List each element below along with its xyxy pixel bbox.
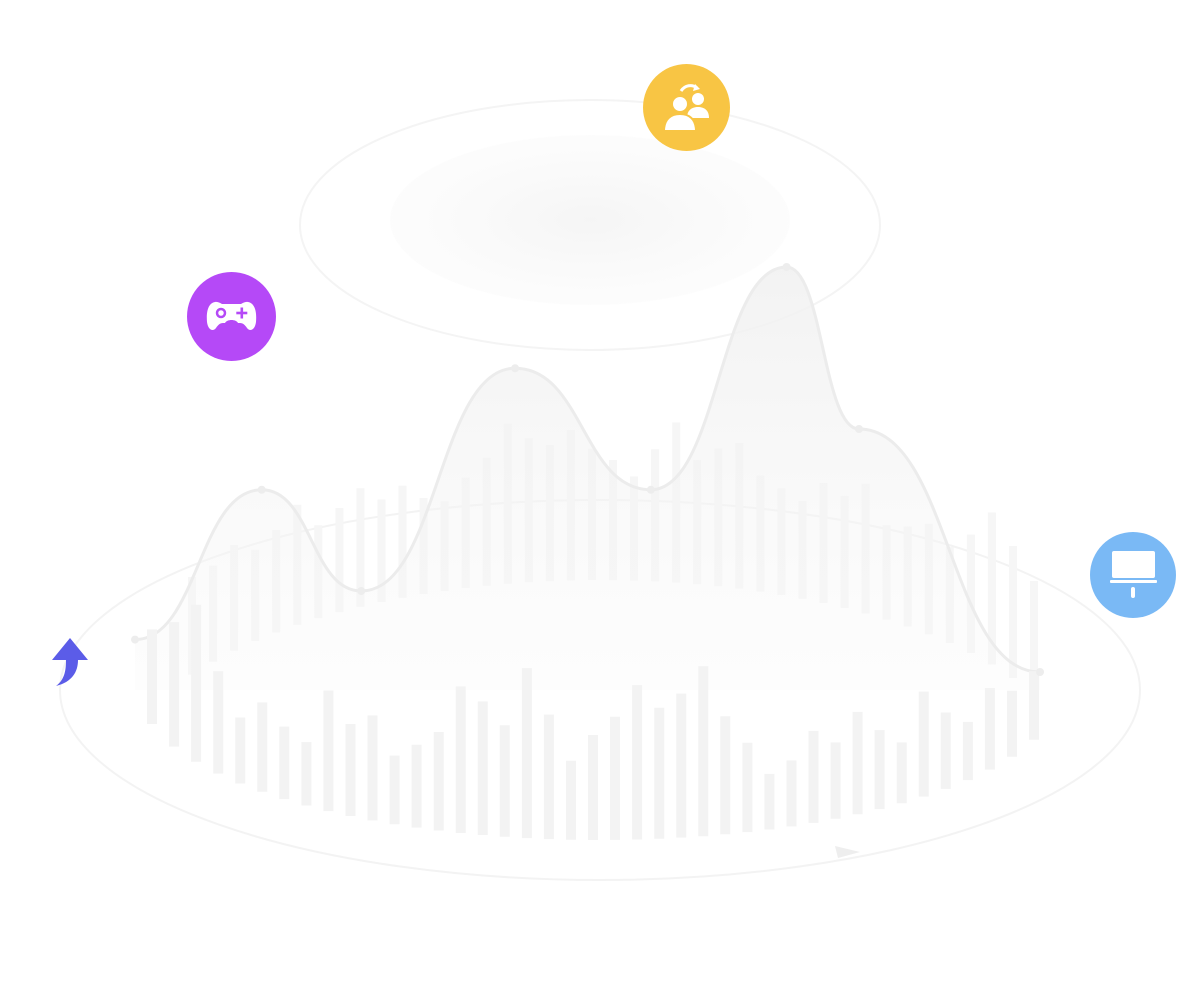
curve-point bbox=[855, 425, 863, 433]
front-bar bbox=[191, 604, 202, 762]
front-bar bbox=[411, 744, 422, 828]
front-bar bbox=[852, 711, 863, 815]
front-bar bbox=[499, 725, 510, 837]
front-bar bbox=[676, 693, 687, 838]
front-bar bbox=[698, 666, 709, 837]
front-bar-row bbox=[147, 604, 1039, 840]
front-bar bbox=[257, 702, 268, 792]
front-bar bbox=[147, 629, 157, 724]
front-bar bbox=[610, 716, 620, 840]
front-bar bbox=[543, 714, 554, 840]
peak-area bbox=[135, 267, 1040, 690]
front-bar bbox=[786, 760, 797, 827]
back-bar bbox=[377, 499, 386, 602]
front-bar bbox=[940, 712, 951, 789]
front-bar bbox=[742, 742, 753, 833]
curved-up-arrow-icon bbox=[52, 638, 88, 686]
front-bar bbox=[345, 724, 356, 816]
front-bar bbox=[213, 671, 224, 774]
front-bar bbox=[389, 755, 400, 825]
front-bar bbox=[235, 717, 246, 784]
front-bar bbox=[1007, 690, 1017, 757]
curve-point bbox=[646, 485, 655, 494]
front-bar bbox=[477, 701, 488, 835]
front-bar bbox=[720, 716, 731, 835]
front-bar bbox=[830, 742, 841, 819]
back-bar bbox=[1030, 581, 1038, 695]
laptop-icon bbox=[1090, 532, 1176, 618]
front-bar bbox=[323, 690, 334, 812]
curve-point bbox=[131, 635, 139, 644]
back-bar bbox=[398, 485, 407, 598]
game-controller-icon bbox=[187, 272, 276, 361]
curve-point bbox=[782, 263, 791, 271]
front-bar bbox=[654, 707, 665, 839]
curve-point bbox=[1036, 668, 1044, 676]
laptop-badge bbox=[1090, 532, 1176, 618]
users-badge bbox=[643, 64, 730, 151]
front-bar bbox=[808, 730, 819, 823]
front-bar bbox=[367, 715, 378, 821]
front-bar bbox=[764, 773, 775, 830]
front-bar bbox=[169, 622, 180, 747]
front-bar bbox=[984, 688, 995, 770]
back-bar bbox=[1009, 546, 1017, 678]
front-bar bbox=[433, 732, 444, 831]
front-bar bbox=[521, 668, 532, 839]
front-bar bbox=[1029, 671, 1039, 740]
front-bar bbox=[874, 730, 885, 810]
orbit-arrowhead-icon bbox=[835, 846, 860, 858]
user-sync-icon bbox=[643, 64, 730, 151]
back-bar bbox=[335, 508, 344, 613]
front-bar bbox=[588, 735, 598, 840]
back-bar bbox=[356, 488, 365, 607]
curve-point bbox=[357, 587, 366, 595]
curve-point bbox=[511, 364, 520, 373]
ghost-cloud bbox=[390, 135, 790, 305]
front-bar bbox=[918, 691, 929, 797]
front-bar bbox=[301, 742, 312, 806]
back-bar bbox=[966, 534, 975, 653]
curve-point bbox=[257, 485, 266, 494]
game-badge bbox=[187, 272, 276, 361]
back-bar bbox=[987, 512, 996, 665]
orbit-ring-top bbox=[299, 99, 881, 351]
front-bar bbox=[566, 760, 576, 840]
front-bar bbox=[962, 721, 973, 781]
front-bar bbox=[896, 742, 907, 804]
front-bar bbox=[279, 726, 290, 800]
front-bar bbox=[632, 685, 643, 840]
front-bar bbox=[455, 686, 466, 833]
